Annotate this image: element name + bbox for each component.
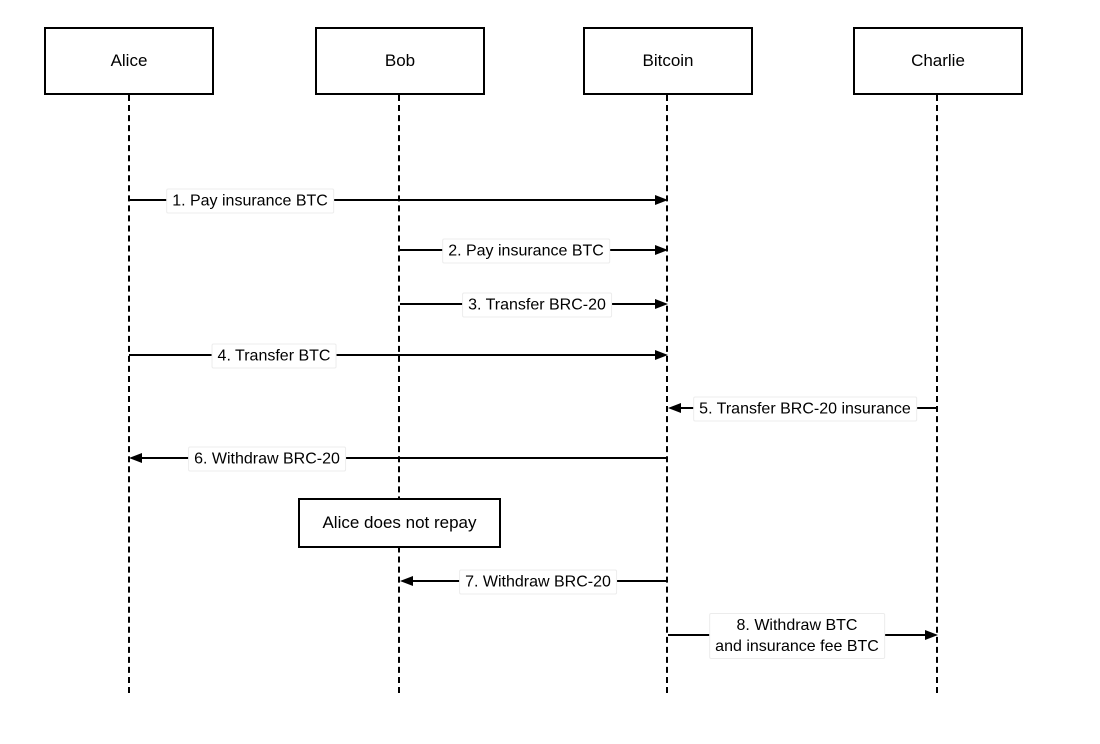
arrowhead-right-icon [655,195,668,205]
message-line [129,354,661,356]
message-label: 3. Transfer BRC-20 [462,292,612,318]
actor-box-charlie: Charlie [853,27,1023,95]
message-label: 6. Withdraw BRC-20 [188,446,346,472]
actor-label-bob: Bob [384,51,416,70]
note-box: Alice does not repay [298,498,501,548]
actor-box-bob: Bob [315,27,485,95]
lifeline-charlie [936,95,938,693]
arrowhead-right-icon [925,630,938,640]
actor-box-bitcoin: Bitcoin [583,27,753,95]
lifeline-alice [128,95,130,693]
arrowhead-right-icon [655,245,668,255]
lifeline-bob [398,95,400,693]
actor-label-alice: Alice [110,51,148,70]
arrowhead-left-icon [129,453,142,463]
message-label: 2. Pay insurance BTC [442,238,610,264]
message-line [129,199,661,201]
actor-label-bitcoin: Bitcoin [642,51,694,70]
message-label: 4. Transfer BTC [211,343,337,369]
note-label: Alice does not repay [322,513,477,532]
actor-box-alice: Alice [44,27,214,95]
message-label: 5. Transfer BRC-20 insurance [693,396,917,422]
message-label: 7. Withdraw BRC-20 [459,569,617,595]
message-line [136,457,667,459]
arrowhead-right-icon [655,299,668,309]
arrowhead-left-icon [400,576,413,586]
arrowhead-left-icon [668,403,681,413]
lifeline-bitcoin [666,95,668,693]
message-label: 8. Withdraw BTC and insurance fee BTC [709,613,885,659]
message-label: 1. Pay insurance BTC [166,188,334,214]
arrowhead-right-icon [655,350,668,360]
actor-label-charlie: Charlie [911,51,965,70]
